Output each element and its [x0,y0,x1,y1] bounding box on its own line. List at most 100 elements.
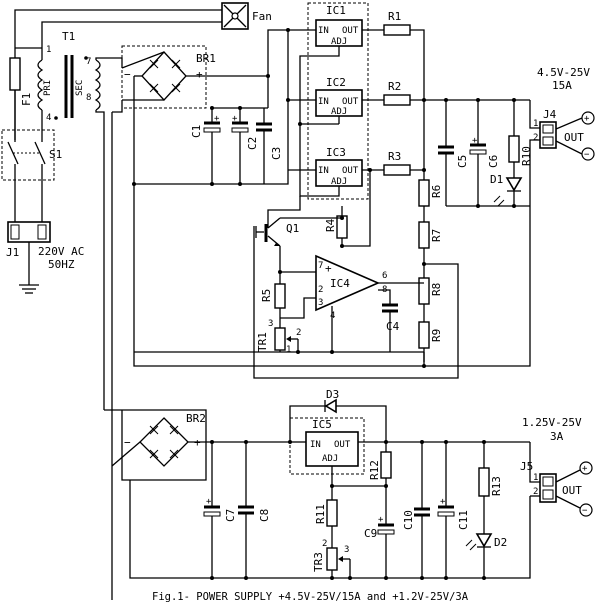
fan-icon [231,12,239,20]
svg-text:1: 1 [286,345,291,355]
svg-text:ADJ: ADJ [331,37,347,47]
svg-text:C7: C7 [224,509,237,522]
svg-text:OUT: OUT [342,166,359,176]
svg-text:C2: C2 [246,137,259,150]
svg-text:IN: IN [318,97,329,107]
svg-text:IN: IN [318,166,329,176]
secondary-winding [94,59,101,111]
plus-terminal-icon [579,461,593,475]
svg-text:IC4: IC4 [330,277,350,290]
svg-text:R10: R10 [520,146,533,166]
svg-text:3: 3 [268,319,273,329]
svg-text:D3: D3 [326,388,339,401]
ic5-box [289,417,365,475]
q1-label: Q1 [286,222,299,235]
svg-text:+: + [582,464,588,474]
switch-s1-box [1,129,55,181]
svg-text:−: − [124,68,131,81]
svg-text:C8: C8 [258,509,271,522]
divider-r6-r9: R6 R7 R8 R9 [253,170,459,379]
input-capacitors-2: + C7 C8 [203,440,271,578]
svg-text:R2: R2 [388,80,401,93]
br1-label: BR1 [196,52,216,65]
mains-section: F1 1 4 T1 PRI SEC 7 8 S1 [1,9,222,600]
svg-text:R3: R3 [388,150,401,163]
t1-label: T1 [62,30,75,43]
svg-text:R4: R4 [324,218,337,232]
adjust-network-2: R12 R11 TR3 3 2 C9 + [312,442,395,578]
svg-text:−: − [124,436,131,449]
control-section: R4 Q1 IC4 7 2 3 4 6 8 + C4 R5 [134,206,424,355]
svg-text:C3: C3 [270,147,283,160]
svg-text:R8: R8 [430,283,443,296]
svg-text:C9: C9 [364,527,377,540]
plus-terminal-icon [581,111,595,125]
svg-text:IC5: IC5 [312,418,332,431]
fan: Fan [221,2,272,30]
ic5: IC5 IN OUT ADJ [305,418,359,467]
figure-caption: Fig.1- POWER SUPPLY +4.5V-25V/15A and +1… [152,591,469,603]
svg-text:R7: R7 [430,229,443,242]
svg-text:2: 2 [533,487,538,497]
output1-current: 15A [552,79,572,92]
svg-text:−: − [584,150,590,160]
fan-label: Fan [252,10,272,23]
svg-text:2: 2 [533,133,538,143]
trimmer-tr1[interactable] [274,327,286,351]
opamp-ic4 [315,254,381,312]
svg-text:1: 1 [533,119,538,129]
led-d2 [475,533,493,548]
svg-text:+: + [232,114,238,124]
svg-text:ADJ: ADJ [331,107,347,117]
svg-text:+: + [584,114,590,124]
regulator-group-box [307,2,369,200]
svg-text:R6: R6 [430,185,443,198]
svg-text:+: + [325,262,332,275]
svg-text:R11: R11 [314,504,327,524]
svg-text:OUT: OUT [342,26,359,36]
f1-label: F1 [20,93,33,106]
minus-terminal-icon [579,503,593,517]
svg-text:IN: IN [318,26,329,36]
svg-text:−: − [582,506,588,516]
bridge-br1: − + BR1 [121,45,216,184]
bridge-br2: − + BR2 [104,409,290,481]
svg-text:C6: C6 [487,155,500,168]
svg-text:R1: R1 [388,10,401,23]
svg-text:ADJ: ADJ [322,454,338,464]
output2-voltage-range: 1.25V-25V [522,416,582,429]
output2-current: 3A [550,430,564,443]
svg-text:D1: D1 [490,173,503,186]
svg-text:OUT: OUT [562,484,582,497]
br2-label: BR2 [186,412,206,425]
t1-pin8: 8 [86,93,91,103]
output-connector-j5: 1 2 J5 + − OUT 1.25V-25V 3A [520,416,593,517]
primary-winding [37,59,44,111]
svg-text:1: 1 [533,473,538,483]
diode-d3: D3 [289,388,387,442]
svg-text:ADJ: ADJ [331,177,347,187]
j4-label: J4 [543,108,557,121]
svg-text:R12: R12 [368,460,381,480]
svg-text:C11: C11 [457,510,470,530]
output-resistors: R1 R2 R3 [362,10,530,176]
input-capacitors: C1 + C2 + C3 [190,106,283,184]
svg-text:TR3: TR3 [312,552,325,572]
trimmer-tr3[interactable] [326,547,338,571]
svg-text:+: + [378,515,384,525]
svg-text:2: 2 [318,285,323,295]
svg-text:3: 3 [344,545,349,555]
svg-text:R9: R9 [430,329,443,342]
svg-text:R5: R5 [260,289,273,302]
svg-text:OUT: OUT [342,97,359,107]
svg-text:3: 3 [318,298,323,308]
svg-text:C4: C4 [386,320,400,333]
svg-text:IN: IN [310,440,321,450]
j5-label: J5 [520,460,533,473]
ic3: IC3 IN OUT ADJ [315,146,363,187]
t1-pin7: 7 [86,57,91,67]
svg-text:6: 6 [382,271,387,281]
svg-text:4: 4 [330,311,335,321]
mains-voltage-label: 220V AC [38,245,84,258]
